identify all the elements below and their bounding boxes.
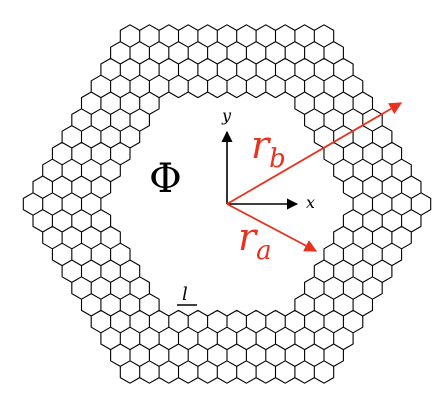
honeycomb-lattice (22, 24, 432, 384)
r-a-base: r (238, 215, 259, 259)
edge-length-marker: l (177, 284, 197, 306)
hexagon-cells (22, 24, 432, 384)
r-a-vector (226, 203, 318, 252)
r-b-base: r (251, 123, 272, 167)
r-b-label: rb (251, 123, 286, 174)
x-axis-label: x (306, 193, 315, 212)
edge-length-label: l (182, 284, 188, 305)
radius-vectors: rb ra (226, 102, 403, 266)
y-axis-label: y (221, 106, 232, 125)
r-a-subscript: a (256, 236, 272, 266)
r-a-label: ra (238, 215, 272, 266)
r-b-vector (226, 102, 403, 205)
phi-label: Φ (149, 156, 182, 202)
r-b-subscript: b (269, 144, 286, 174)
coordinate-axes: x y (221, 106, 315, 212)
